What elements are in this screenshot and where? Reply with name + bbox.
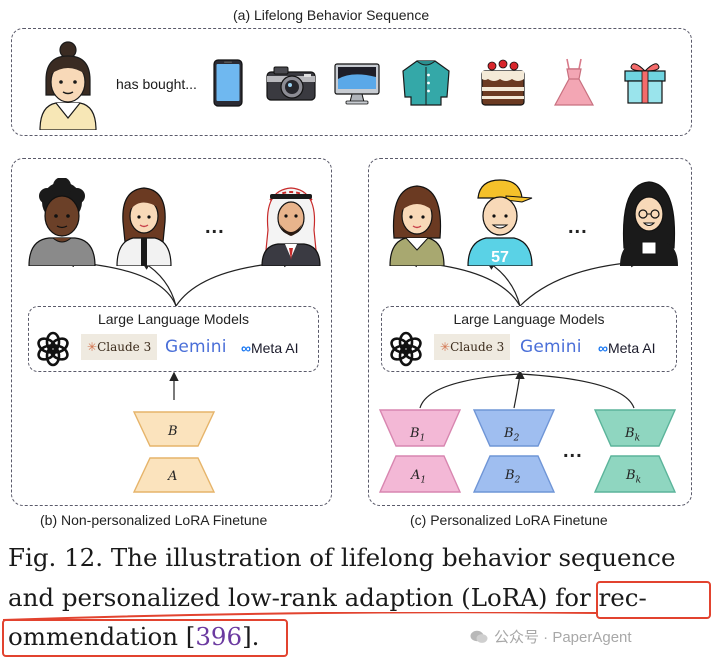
- wechat-icon: [470, 630, 488, 644]
- panel-b-llm-title: Large Language Models: [97, 311, 249, 327]
- user-avatar-woman-icon: [39, 41, 97, 130]
- panel-b-ellipsis: ...: [205, 216, 225, 238]
- metaai-logo: ∞Meta AI: [598, 340, 655, 356]
- user-avatar-man-curly-icon: [28, 178, 96, 266]
- camera-icon: [266, 66, 316, 101]
- meta-infinity-icon: ∞: [241, 340, 251, 356]
- caption-line-3-text: ommendation [: [8, 622, 196, 651]
- claude-label: Claude 3: [450, 340, 505, 354]
- adapter-1-bottom-label: A1: [411, 468, 427, 486]
- highlight-box-1: [596, 581, 711, 619]
- claude-star-icon: ✳: [440, 340, 451, 354]
- panel-c-llm-title: Large Language Models: [453, 311, 605, 327]
- panel-c-ellipsis: ...: [568, 216, 588, 238]
- meta-infinity-icon: ∞: [598, 340, 608, 356]
- metaai-label: Meta AI: [250, 340, 299, 356]
- panel-c-box: [368, 158, 692, 506]
- caption-highlight-1: for rec-: [555, 583, 647, 612]
- sweater-icon: [402, 60, 450, 106]
- panel-b-title: (b) Non-personalized LoRA Finetune: [40, 512, 268, 528]
- caption-line-3: ommendation [396].: [8, 617, 259, 657]
- user-avatar-woman-bangs-icon: [389, 185, 445, 266]
- adapter-ellipsis: ...: [563, 440, 583, 462]
- caption-line-1: Fig. 12. The illustration of lifelong be…: [8, 543, 676, 572]
- panel-c-llm-box: Large Language Models ✳Claude 3 Gemini ∞…: [381, 306, 677, 372]
- has-bought-text: has bought...: [116, 76, 197, 92]
- panel-b-lora-a-label: A: [168, 469, 178, 484]
- metaai-label: Meta AI: [607, 340, 656, 356]
- panel-b-lora-adapter: [132, 411, 216, 493]
- highlight-connector: [2, 612, 598, 621]
- claude-logo: ✳Claude 3: [81, 334, 158, 360]
- adapter-k-top-label: Bk: [625, 426, 641, 444]
- panel-a-title: (a) Lifelong Behavior Sequence: [233, 7, 430, 23]
- user-avatar-woman-hijab-icon: [620, 181, 678, 266]
- panel-b-box: [11, 158, 332, 506]
- openai-logo-icon: [37, 331, 69, 367]
- caption-line-2: and personalized low-rank adaption (LoRA…: [8, 578, 647, 618]
- panel-b-lora-b-label: B: [168, 424, 178, 439]
- panel-b-llm-box: Large Language Models ✳Claude 3 Gemini ∞…: [28, 306, 319, 372]
- panel-a-box: [11, 28, 692, 136]
- citation-link[interactable]: 396: [195, 622, 243, 651]
- metaai-logo: ∞Meta AI: [241, 340, 298, 356]
- user-avatar-man-keffiyeh-icon: [261, 187, 321, 266]
- jersey-number: 57: [491, 249, 509, 266]
- highlight-box-2: [2, 619, 288, 657]
- caption-line-2-text: and personalized low-rank adaption (LoRA…: [8, 583, 556, 612]
- adapter-2: [472, 409, 556, 493]
- caption-line-3-end: ].: [242, 622, 260, 651]
- phone-icon: [213, 59, 243, 107]
- openai-logo-icon: [390, 331, 422, 367]
- panel-c-title: (c) Personalized LoRA Finetune: [410, 512, 608, 528]
- watermark: 公众号 · PaperAgent: [470, 626, 632, 647]
- watermark-text: 公众号 · PaperAgent: [494, 629, 632, 646]
- monitor-icon: [334, 63, 380, 105]
- adapter-1: [378, 409, 462, 493]
- claude-logo: ✳Claude 3: [434, 334, 511, 360]
- claude-star-icon: ✳: [87, 340, 98, 354]
- user-avatar-woman-brunette-icon: [116, 187, 172, 266]
- cake-icon: [481, 59, 525, 106]
- adapter-1-top-label: B1: [410, 426, 426, 444]
- claude-label: Claude 3: [97, 340, 152, 354]
- gift-icon: [624, 63, 666, 104]
- adapter-k: [593, 409, 677, 493]
- user-avatar-boy-cap-icon: 57: [467, 179, 533, 266]
- gemini-logo: Gemini: [520, 337, 582, 357]
- dress-icon: [553, 58, 595, 106]
- adapter-2-bottom-label: B2: [505, 468, 521, 486]
- adapter-k-bottom-label: Bk: [626, 468, 642, 486]
- gemini-logo: Gemini: [165, 337, 227, 357]
- adapter-2-top-label: B2: [504, 426, 520, 444]
